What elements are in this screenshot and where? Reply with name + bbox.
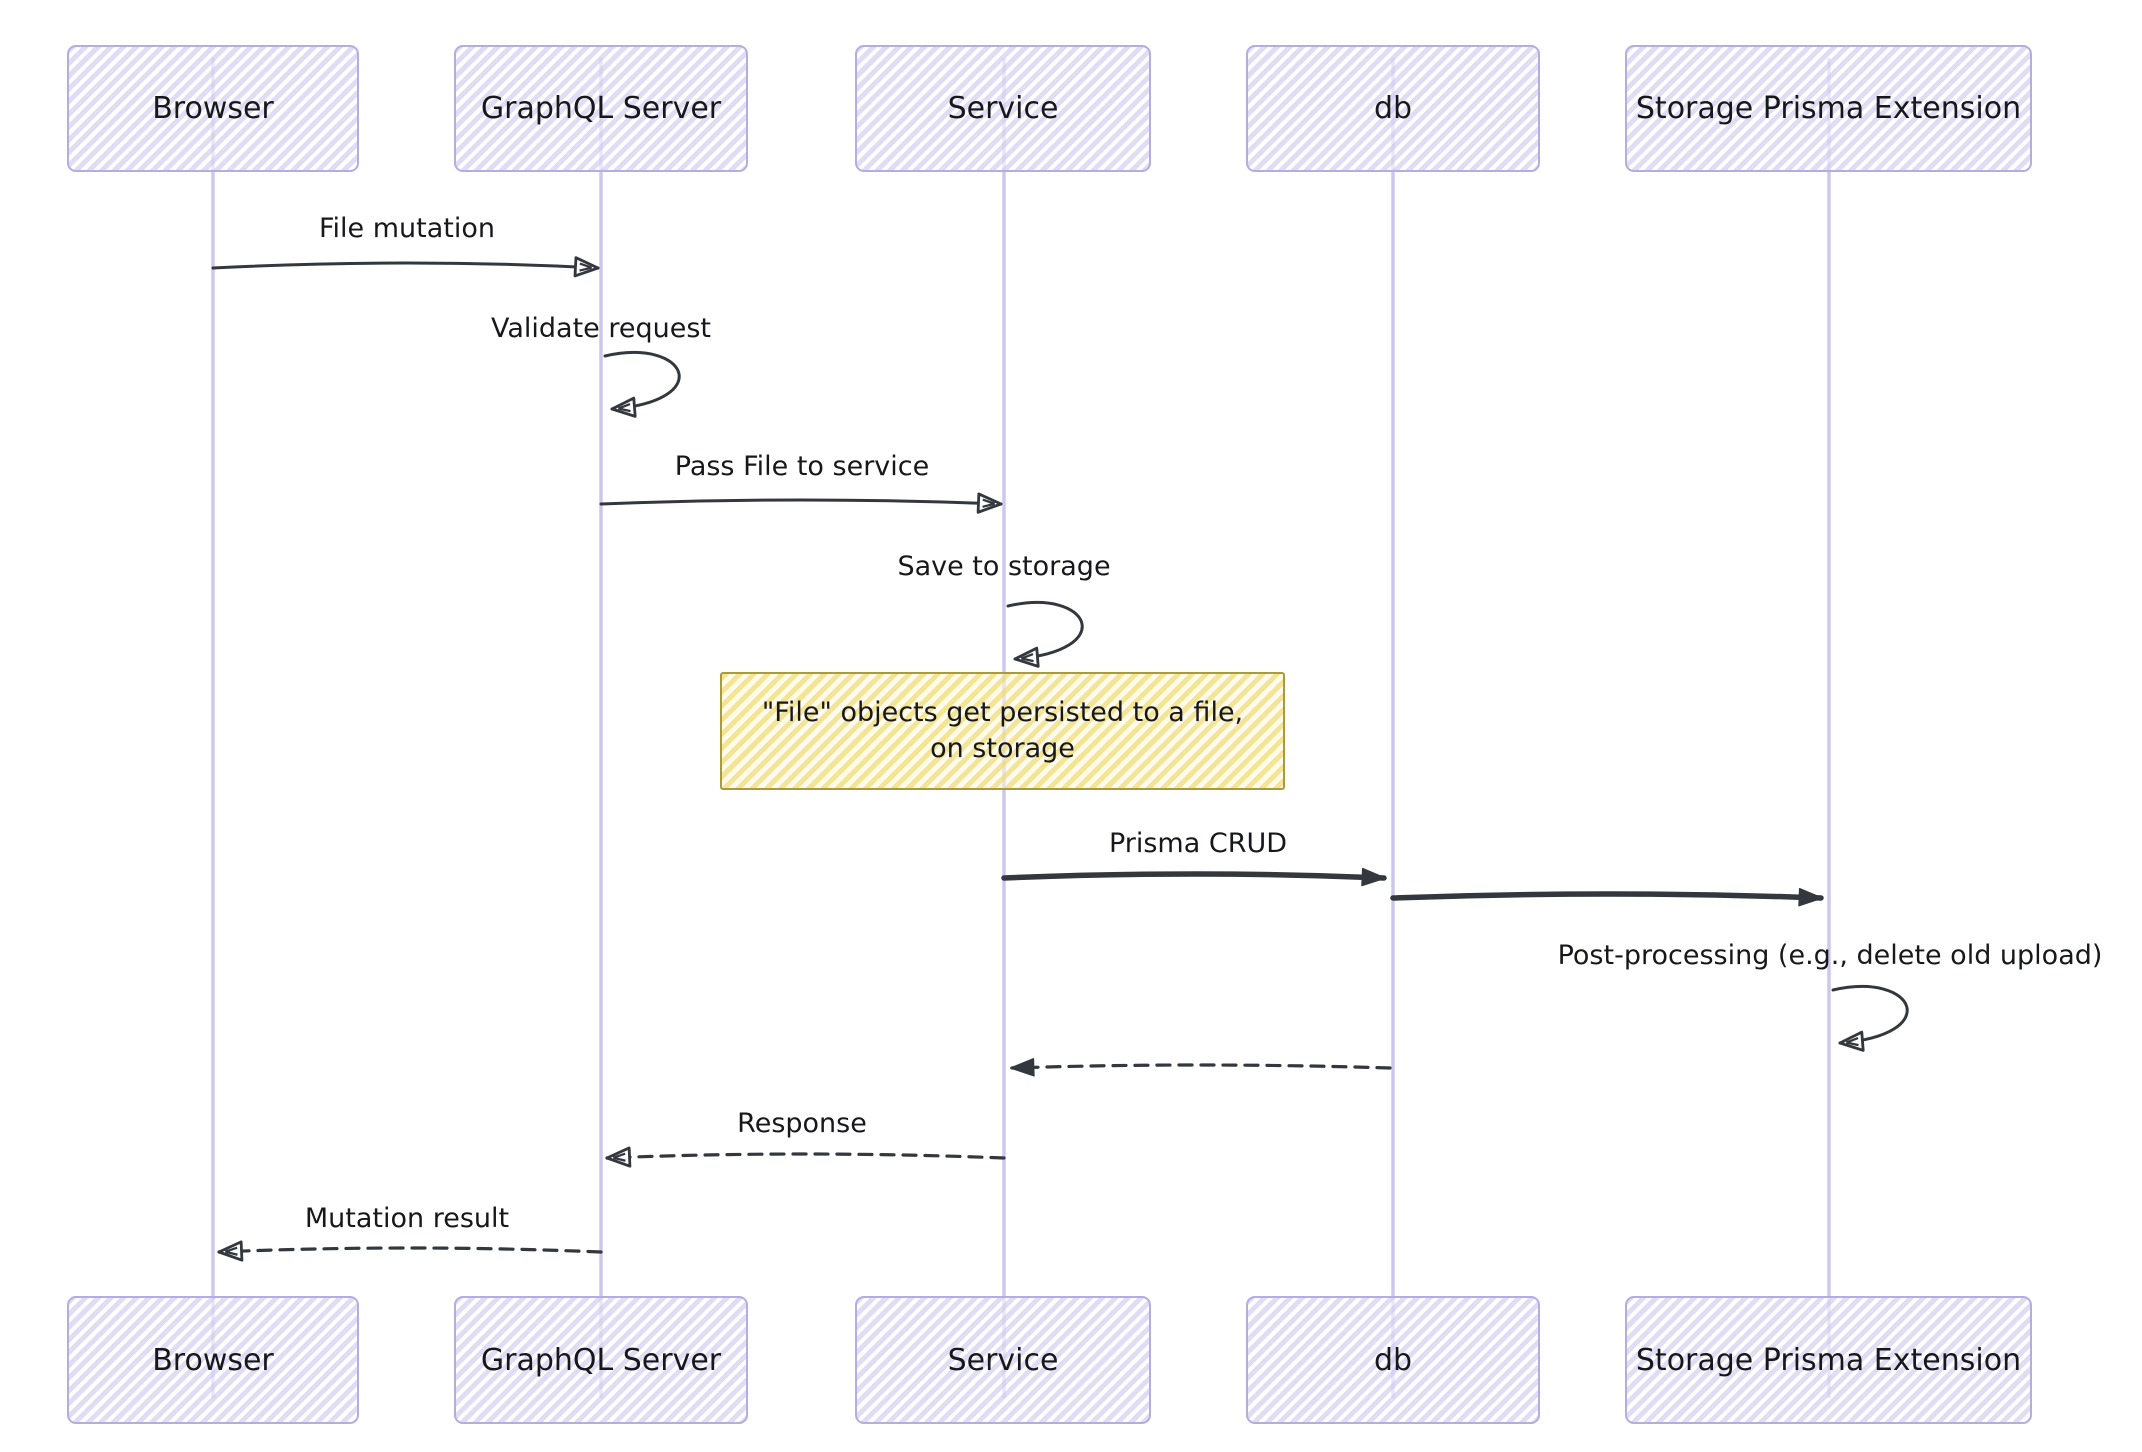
arrow-db-return-to-service	[1010, 1058, 1392, 1077]
message-label-post-processing: Post-processing (e.g., delete old upload…	[1557, 940, 2103, 971]
message-label-mutation-result: Mutation result	[304, 1203, 510, 1234]
self-loop-post-processing	[1831, 985, 1909, 1052]
actor-label: GraphQL Server	[480, 91, 722, 126]
actor-browser-bottom: Browser	[67, 1296, 359, 1424]
note-line: on storage	[930, 733, 1075, 764]
actor-service-top: Service	[855, 45, 1151, 172]
actor-label: Storage Prisma Extension	[1635, 91, 2022, 126]
arrow-prisma-crud	[1001, 867, 1387, 887]
arrow-file-mutation	[211, 256, 600, 278]
actor-label: Service	[947, 91, 1059, 126]
actor-label: Browser	[152, 91, 274, 126]
note-file-persist: "File" objects get persisted to a file, …	[720, 672, 1285, 790]
message-label-response: Response	[737, 1108, 867, 1139]
actor-graphql-server-bottom: GraphQL Server	[454, 1296, 748, 1424]
actor-service-bottom: Service	[855, 1296, 1151, 1424]
message-label-save-to-storage: Save to storage	[897, 551, 1111, 582]
message-label-validate-request: Validate request	[490, 313, 712, 344]
arrow-response	[605, 1146, 1006, 1168]
actor-storage-prisma-extension-bottom: Storage Prisma Extension	[1625, 1296, 2032, 1424]
actor-label: GraphQL Server	[480, 1342, 722, 1378]
self-loop-validate-request	[603, 351, 681, 418]
arrow-mutation-result	[217, 1240, 603, 1262]
arrow-db-to-storage	[1390, 887, 1824, 907]
actor-storage-prisma-extension-top: Storage Prisma Extension	[1625, 45, 2032, 172]
actor-db-bottom: db	[1246, 1296, 1540, 1424]
actor-label: db	[1373, 91, 1413, 126]
message-label-file-mutation: File mutation	[318, 213, 496, 244]
actor-label: Browser	[152, 1342, 274, 1378]
actor-db-top: db	[1246, 45, 1540, 172]
actor-graphql-server-top: GraphQL Server	[454, 45, 748, 172]
message-label-pass-file-to-service: Pass File to service	[674, 451, 930, 482]
self-loop-save-to-storage	[1006, 601, 1084, 668]
actor-label: db	[1373, 1342, 1413, 1378]
actor-label: Service	[947, 1342, 1059, 1378]
actor-label: Storage Prisma Extension	[1635, 1342, 2022, 1378]
actor-browser-top: Browser	[67, 45, 359, 172]
message-label-prisma-crud: Prisma CRUD	[1108, 828, 1288, 859]
note-line: "File" objects get persisted to a file,	[761, 697, 1244, 728]
arrow-pass-file-to-service	[599, 492, 1003, 514]
